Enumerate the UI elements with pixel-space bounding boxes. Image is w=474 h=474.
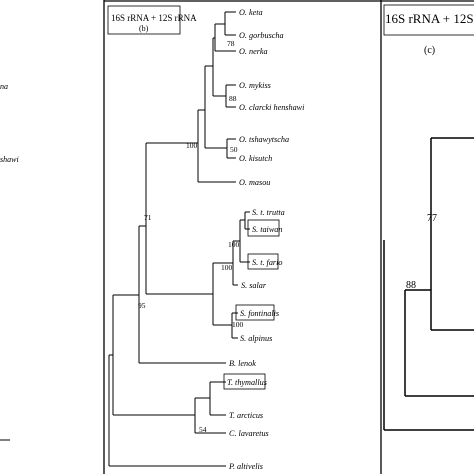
- panel-c-legend-box: [383, 4, 474, 36]
- panel-b-legend-box: [107, 5, 181, 35]
- bootstrap-value: 95: [138, 301, 146, 310]
- bootstrap-value: 71: [144, 213, 152, 222]
- taxon-highlight-box: [247, 219, 280, 237]
- taxon-label: C. lavaretus: [229, 429, 269, 438]
- taxon-label: S. alpinus: [240, 334, 272, 343]
- bootstrap-value: 77: [427, 213, 437, 224]
- taxon-label: O. kisutch: [239, 154, 272, 163]
- bootstrap-value: 88: [406, 280, 416, 291]
- bootstrap-value: 100: [186, 141, 198, 150]
- taxon-label: S. taiwan: [252, 225, 282, 234]
- taxon-label: T. arcticus: [229, 411, 263, 420]
- panel-c-label: (c): [424, 45, 435, 56]
- panel-a-taxon-fragment: shawi: [0, 155, 19, 164]
- panel-c-legend: 16S rRNA + 12S rRNA: [385, 11, 474, 26]
- panel-a-taxon-fragment: na: [0, 82, 8, 91]
- taxon-label: S. t. fario: [252, 258, 282, 267]
- bootstrap-value: 100: [221, 263, 233, 272]
- taxon-label: P. altivelis: [228, 462, 263, 471]
- taxon-label: O. clarcki henshawi: [239, 103, 305, 112]
- bootstrap-value: 100: [228, 240, 240, 249]
- panel-a-fragment: na shawi: [0, 82, 19, 441]
- taxon-highlight-box: [223, 373, 266, 390]
- panel-c: 16S rRNA + 12S rRNA (c) 77 88: [383, 4, 474, 431]
- panel-b-label: (b): [139, 24, 149, 33]
- panel-b: 16S rRNA + 12S rRNA (b): [107, 5, 305, 471]
- taxon-label: O. tshawytscha: [239, 135, 289, 144]
- taxon-label: S. salar: [241, 281, 267, 290]
- bootstrap-value: 54: [199, 425, 207, 434]
- panel-c-tree: [383, 137, 474, 431]
- bootstrap-value: 100: [232, 320, 244, 329]
- panel-b-legend: 16S rRNA + 12S rRNA: [111, 13, 197, 23]
- taxon-label: O. gorbuscha: [239, 31, 284, 40]
- bootstrap-value: 78: [227, 39, 235, 48]
- taxon-highlight-box: [235, 304, 275, 321]
- taxon-label: O. keta: [239, 8, 263, 17]
- taxon-label: B. lenok: [229, 359, 256, 368]
- panel-b-tree: [108, 11, 250, 467]
- taxon-label: O. masou: [239, 178, 270, 187]
- taxon-label: S. fontinalis: [240, 309, 279, 318]
- taxon-label: O. nerka: [239, 47, 268, 56]
- taxon-label: S. t. trutta: [252, 208, 285, 217]
- bootstrap-value: 88: [229, 94, 237, 103]
- taxon-highlight-box: [247, 253, 279, 270]
- taxon-label: T. thymallus: [227, 378, 267, 387]
- bootstrap-value: 50: [230, 145, 238, 154]
- taxon-label: O. mykiss: [239, 81, 271, 90]
